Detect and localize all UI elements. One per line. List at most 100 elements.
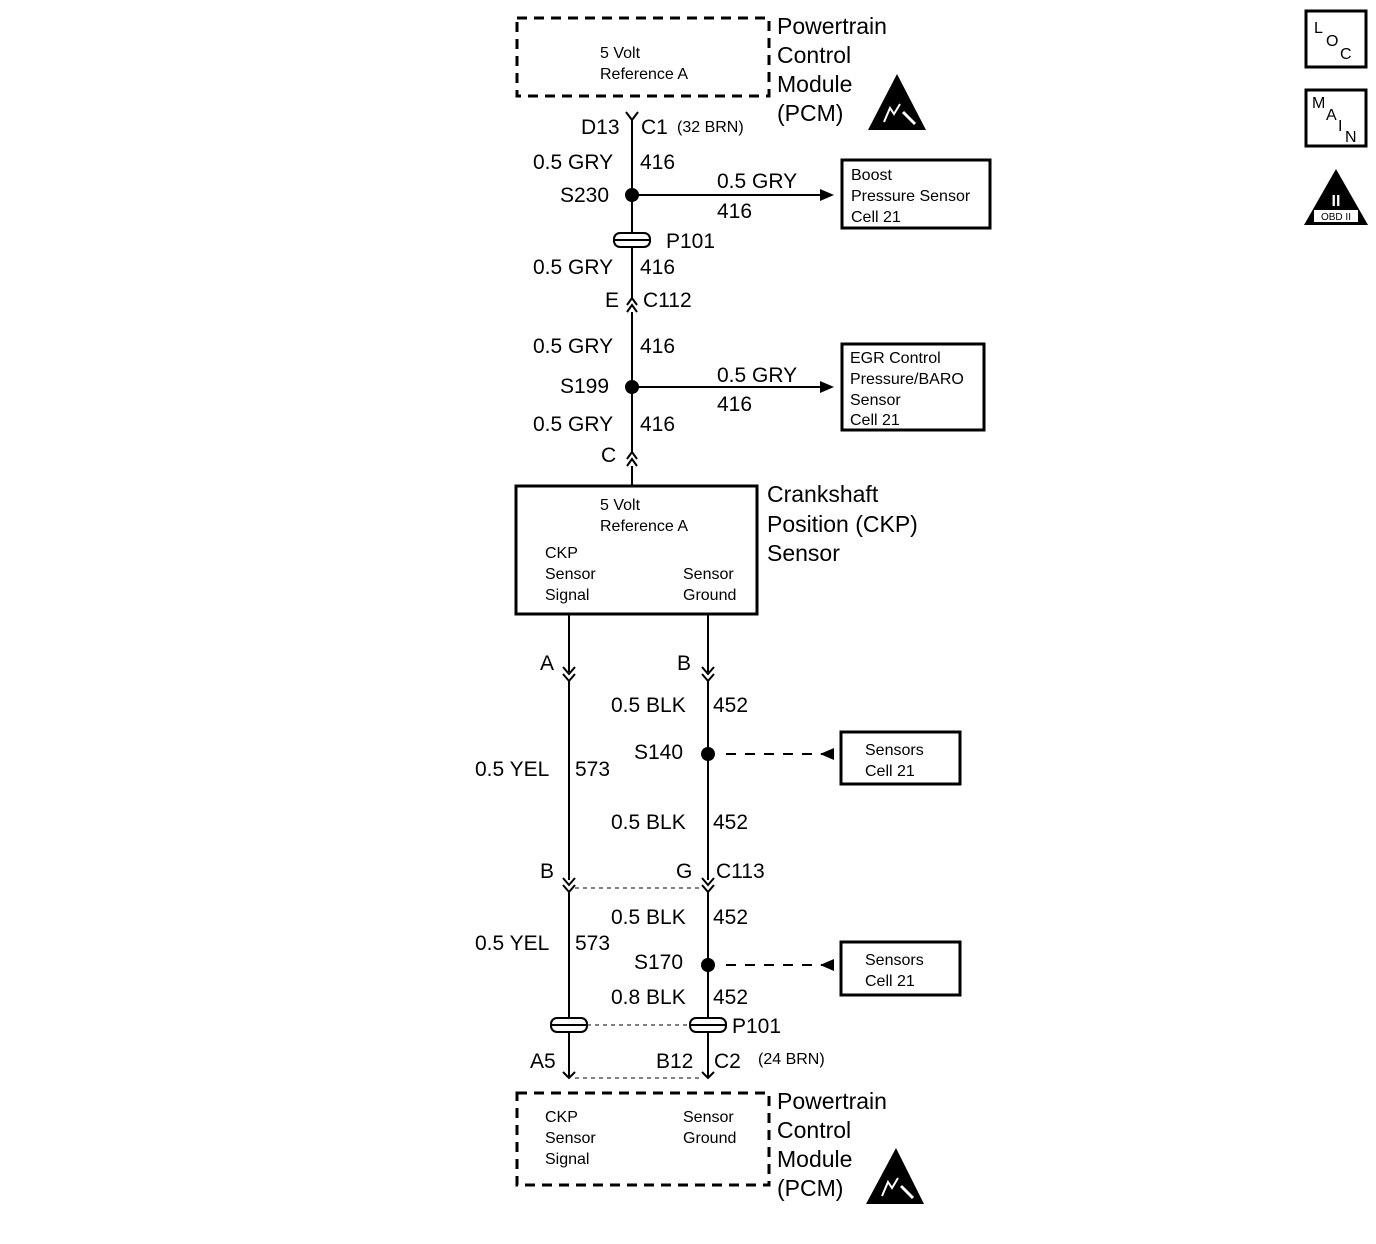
- main-letter-n: N: [1345, 129, 1357, 146]
- splice-s230: S230: [560, 184, 609, 207]
- ckp-sensor[interactable]: 5 Volt Reference A CKP Sensor Signal Sen…: [514, 484, 759, 616]
- splice-s140: S140: [634, 741, 683, 764]
- pin-d13: D13: [581, 116, 620, 139]
- blk4-circuit: 452: [713, 986, 748, 1009]
- splice-s140-dot: [701, 747, 715, 761]
- c113-pin-b: B: [540, 860, 554, 883]
- pin-b12: B12: [656, 1050, 693, 1073]
- ckp-ref-line1: 5 Volt: [600, 497, 641, 514]
- connector-c113: C113: [716, 860, 765, 883]
- egr-line3: Sensor: [850, 392, 901, 409]
- loc-icon[interactable]: L O C: [1304, 9, 1368, 69]
- sensors-box-1-line2: Cell 21: [865, 763, 915, 780]
- c112-pin-e: E: [605, 289, 619, 312]
- esd-icon: [868, 74, 926, 130]
- sensors-box-2-line2: Cell 21: [865, 973, 915, 990]
- main-letter-a: A: [1326, 107, 1337, 124]
- branch2-gauge: 0.5 GRY: [717, 364, 797, 387]
- seg1-gauge: 0.5 GRY: [533, 151, 613, 174]
- pcm-bottom-title-4: (PCM): [777, 1175, 843, 1201]
- blk3-gauge: 0.5 BLK: [611, 906, 686, 929]
- pcm-top-title-2: Control: [777, 42, 851, 68]
- loc-letter-l: L: [1314, 20, 1323, 37]
- pcm-bottom-signal-3: Signal: [545, 1151, 589, 1168]
- boost-pressure-sensor-box[interactable]: Boost Pressure Sensor Cell 21: [840, 158, 992, 230]
- egr-baro-sensor-box[interactable]: EGR Control Pressure/BARO Sensor Cell 21: [840, 342, 986, 432]
- blk1-gauge: 0.5 BLK: [611, 694, 686, 717]
- passthrough-p101-top: [613, 232, 651, 248]
- boost-line1: Boost: [851, 167, 892, 184]
- branch1-gauge: 0.5 GRY: [717, 170, 797, 193]
- pcm-bottom-signal-2: Sensor: [545, 1130, 596, 1147]
- seg2-gauge: 0.5 GRY: [533, 256, 613, 279]
- pcm-bottom-title-3: Module: [777, 1146, 852, 1172]
- ckp-ground-line2: Ground: [683, 587, 736, 604]
- boost-line3: Cell 21: [851, 209, 901, 226]
- branch1-circuit: 416: [717, 200, 752, 223]
- seg3-gauge: 0.5 GRY: [533, 335, 613, 358]
- sensors-box-1-line1: Sensors: [865, 742, 924, 759]
- main-letter-m: M: [1312, 95, 1325, 112]
- pcm-top-ref-line1: 5 Volt: [600, 45, 641, 62]
- ckp-title-2: Position (CKP): [767, 511, 918, 537]
- pcm-top-title-1: Powertrain: [777, 13, 887, 39]
- sensor-pin-c: C: [601, 444, 616, 467]
- connector-c2: C2: [714, 1050, 741, 1073]
- esd-icon: [866, 1148, 924, 1204]
- egr-line2: Pressure/BARO: [850, 371, 964, 388]
- yel2-circuit: 573: [575, 932, 610, 955]
- ckp-pin-b: B: [677, 652, 691, 675]
- ckp-signal-line1: CKP: [545, 545, 578, 562]
- blk1-circuit: 452: [713, 694, 748, 717]
- yel1-gauge: 0.5 YEL: [475, 758, 549, 781]
- pcm-bottom-ground-2: Ground: [683, 1130, 736, 1147]
- pcm-top-ref-line2: Reference A: [600, 66, 688, 83]
- main-letter-i: I: [1338, 118, 1342, 135]
- main-icon[interactable]: M A I N: [1304, 88, 1368, 148]
- pcm-top: 5 Volt Reference A Powertrain Control Mo…: [515, 13, 926, 130]
- pcm-bottom-title-2: Control: [777, 1117, 851, 1143]
- splice-s170-dot: [701, 958, 715, 972]
- branch2-circuit: 416: [717, 393, 752, 416]
- blk4-gauge: 0.8 BLK: [611, 986, 686, 1009]
- pcm-top-title-4: (PCM): [777, 100, 843, 126]
- seg3-circuit: 416: [640, 335, 675, 358]
- splice-s199: S199: [560, 375, 609, 398]
- ckp-pin-a: A: [540, 652, 554, 675]
- ckp-signal-line3: Signal: [545, 587, 589, 604]
- blk2-gauge: 0.5 BLK: [611, 811, 686, 834]
- seg4-circuit: 416: [640, 413, 675, 436]
- egr-line1: EGR Control: [850, 350, 941, 367]
- ckp-title-3: Sensor: [767, 540, 840, 566]
- passthrough-p101-bottom: [550, 1017, 727, 1033]
- seg2-circuit: 416: [640, 256, 675, 279]
- ckp-ref-line2: Reference A: [600, 518, 688, 535]
- loc-letter-c: C: [1340, 46, 1352, 63]
- sensors-box-2[interactable]: Sensors Cell 21: [839, 940, 962, 997]
- sensors-box-2-line1: Sensors: [865, 952, 924, 969]
- seg4-gauge: 0.5 GRY: [533, 413, 613, 436]
- ckp-title-1: Crankshaft: [767, 481, 879, 507]
- blk3-circuit: 452: [713, 906, 748, 929]
- c113-pin-g: G: [676, 860, 692, 883]
- obd-numeral: II: [1332, 193, 1341, 210]
- seg1-circuit: 416: [640, 151, 675, 174]
- obd-ii-icon[interactable]: II OBD II: [1304, 169, 1368, 225]
- obd-label: OBD II: [1321, 212, 1351, 223]
- connector-c112: C112: [643, 289, 692, 312]
- loc-letter-o: O: [1326, 33, 1338, 50]
- yel1-circuit: 573: [575, 758, 610, 781]
- connector-c2-note: (24 BRN): [758, 1051, 825, 1068]
- passthrough-p101-bottom-label: P101: [732, 1015, 781, 1038]
- blk2-circuit: 452: [713, 811, 748, 834]
- connector-c1: C1: [641, 116, 668, 139]
- pcm-bottom-signal-1: CKP: [545, 1109, 578, 1126]
- passthrough-p101-top-label: P101: [666, 230, 715, 253]
- sensors-box-1[interactable]: Sensors Cell 21: [839, 730, 962, 786]
- pcm-bottom-title-1: Powertrain: [777, 1088, 887, 1114]
- pcm-bottom: CKP Sensor Signal Sensor Ground Powertra…: [515, 1088, 924, 1204]
- ckp-ground-line1: Sensor: [683, 566, 734, 583]
- pin-a5: A5: [530, 1050, 556, 1073]
- pcm-bottom-ground-1: Sensor: [683, 1109, 734, 1126]
